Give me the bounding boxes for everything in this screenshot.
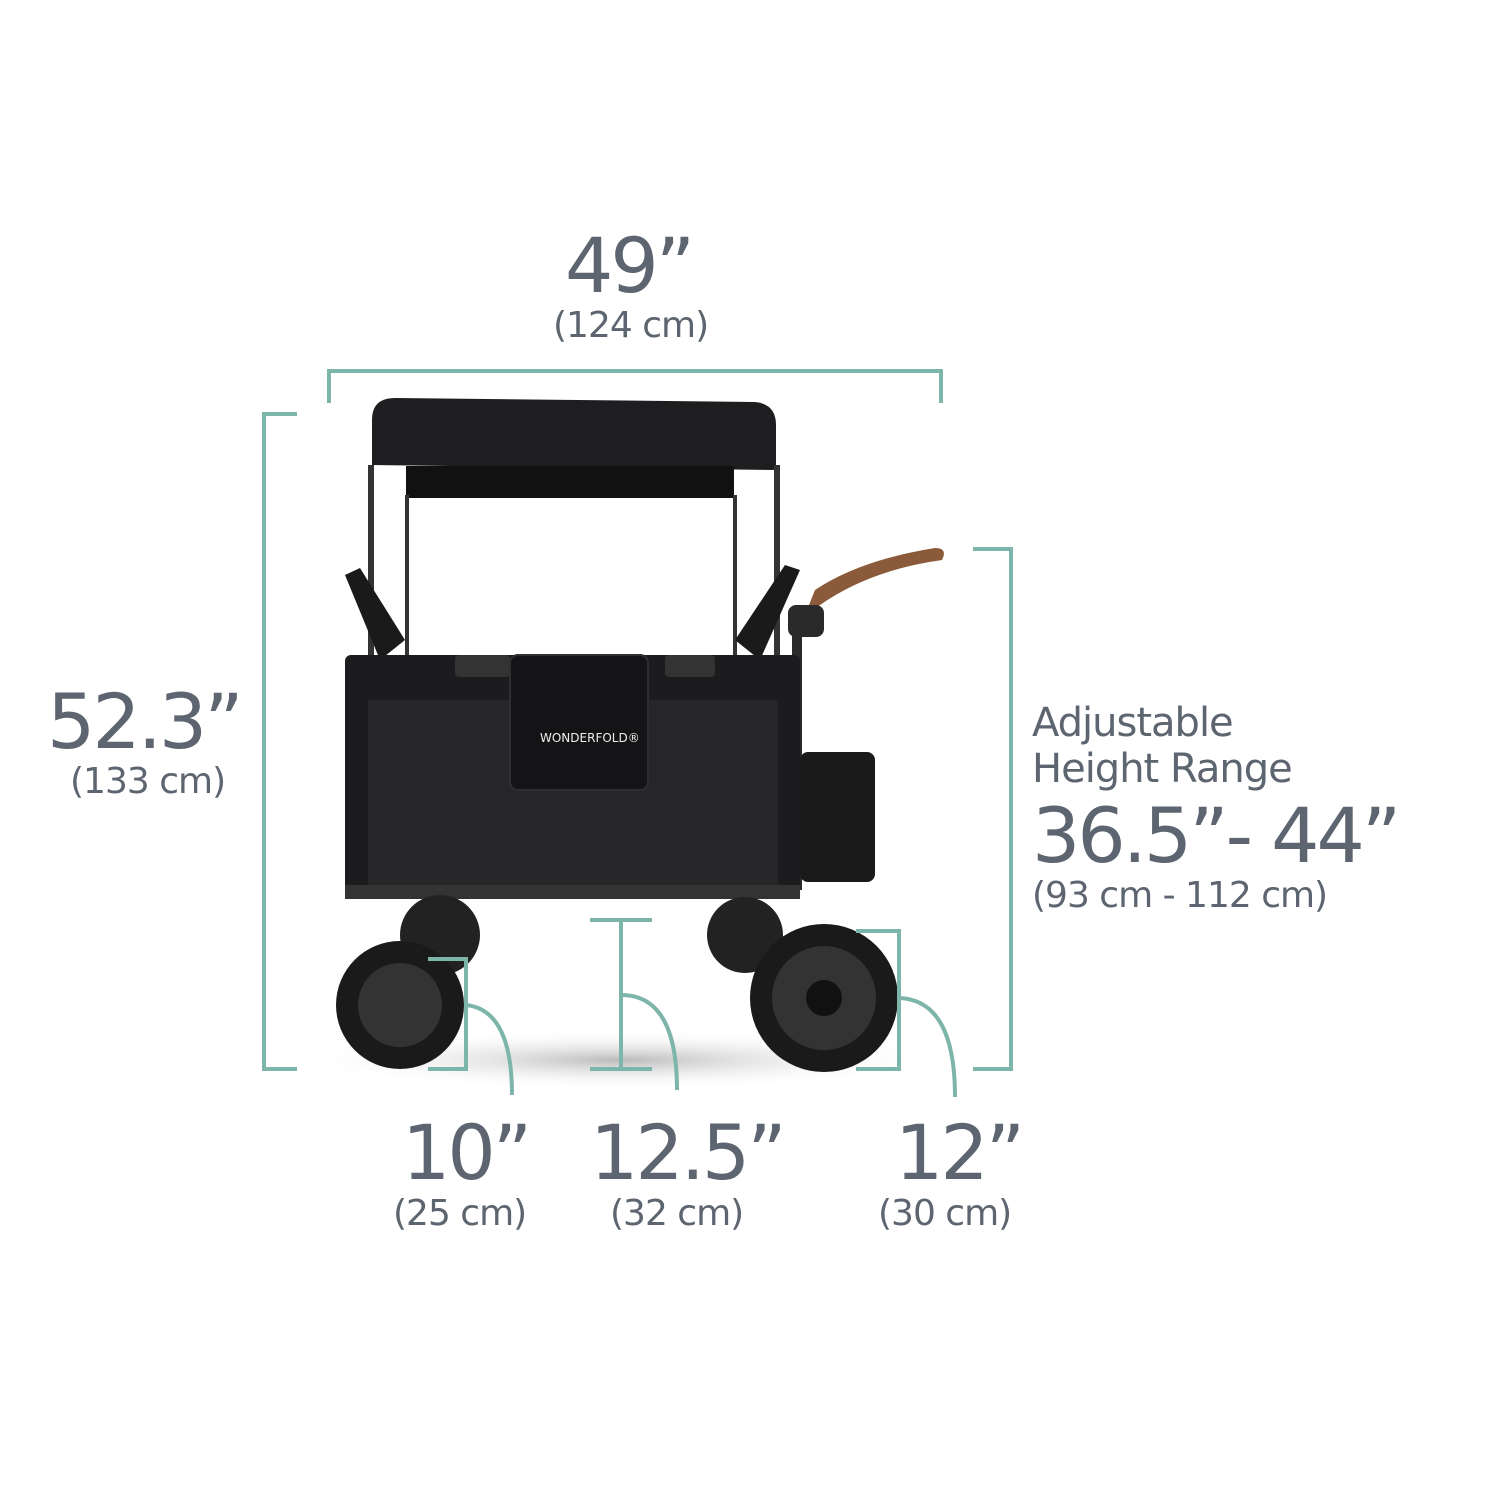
clearance-leader	[620, 993, 679, 1091]
rear-wheel-metric: (30 cm)	[878, 1193, 1012, 1234]
wheels	[336, 895, 898, 1072]
width-metric: (124 cm)	[553, 305, 709, 346]
height-line	[262, 412, 297, 1071]
clearance-metric: (32 cm)	[610, 1193, 744, 1234]
front-wheel-metric: (25 cm)	[393, 1193, 527, 1234]
handle-imperial: 36.5”- 44”	[1032, 791, 1401, 880]
clearance-imperial: 12.5”	[590, 1108, 787, 1197]
handle-label-line2: Height Range	[1032, 746, 1293, 792]
height-imperial: 52.3”	[47, 677, 244, 766]
front-wheel-line	[428, 957, 468, 1071]
front-wheel-leader	[465, 1003, 514, 1096]
seat-backs	[345, 565, 800, 660]
brand-logo: WONDERFOLD®	[540, 731, 640, 745]
handle-height-line	[973, 547, 1013, 1071]
rear-wheel-imperial: 12”	[895, 1108, 1025, 1197]
handle-label-line1: Adjustable	[1032, 700, 1234, 746]
dimension-lines	[262, 369, 1013, 1098]
front-wheel-imperial: 10”	[402, 1108, 532, 1197]
canopy	[368, 398, 780, 685]
width-imperial: 49”	[565, 221, 695, 310]
handle-label: Adjustable Height Range	[1032, 700, 1293, 792]
rear-wheel-leader	[898, 996, 957, 1098]
width-line	[327, 369, 943, 403]
storage-bag	[800, 752, 875, 882]
handle-metric: (93 cm - 112 cm)	[1032, 875, 1328, 916]
height-metric: (133 cm)	[70, 761, 226, 802]
wagon-body	[345, 654, 875, 899]
